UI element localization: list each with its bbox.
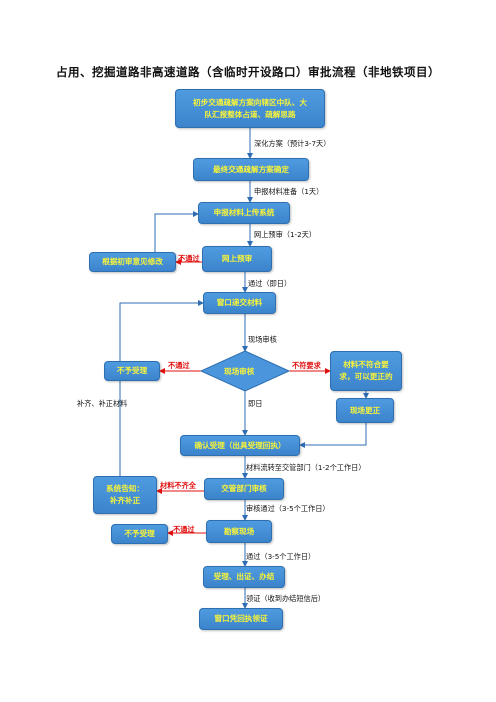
node-window-submit-label: 窗口递交材料 [216, 298, 263, 308]
node-initial-plan-line1: 初步交通疏解方案向辖区中队、大 [193, 97, 307, 107]
label-incomplete: 材料不齐全 [160, 481, 196, 490]
node-online-preaudit: 网上预审 [202, 246, 272, 272]
arrow-n5-n3 [154, 211, 199, 252]
page-title: 占用、挖掘道路非高速道路（含临时开设路口）审批流程（非地铁项目） [56, 65, 440, 79]
node-final-plan: 最终交通疏解方案确定 [193, 158, 309, 181]
node-site-audit: 现场审核 [224, 367, 255, 376]
node-system-notice-line1: 系统告知： [106, 484, 144, 494]
label-site-audit: 现场审核 [248, 335, 277, 344]
node-collect-license-label: 窗口凭回执领证 [214, 614, 268, 624]
arrow-n10-n11 [299, 423, 367, 448]
node-online-preaudit-label: 网上预审 [221, 254, 253, 264]
node-correctable: 材料不符合要求，可以更正的 [330, 351, 402, 391]
label-prepare: 申报材料准备（1天） [254, 187, 324, 196]
label-supplement: 补齐、补正材料 [77, 399, 128, 408]
label-collect: 领证（收到办结短信后） [246, 594, 326, 603]
node-site-survey-label: 勘察现场 [223, 526, 255, 536]
node-initial-plan: 初步交通疏解方案向辖区中队、大队汇报整体占道、疏解思路 [175, 89, 325, 128]
node-initial-plan-line2: 队汇报整体占道、疏解思路 [204, 109, 296, 119]
node-reject-survey-label: 不予受理 [124, 529, 155, 539]
node-window-submit: 窗口递交材料 [203, 292, 276, 314]
label-fail-survey: 不通过 [173, 525, 195, 534]
node-confirm-accept: 确认受理（出具受理回执） [180, 435, 300, 456]
node-site-survey: 勘察现场 [206, 520, 272, 543]
node-system-notice-line2: 补齐补正 [109, 496, 141, 505]
node-correctable-line2: 求，可以更正的 [339, 372, 393, 381]
node-site-correction: 现场更正 [336, 398, 394, 423]
label-transfer: 材料流转至交管部门（1-2个工作日） [246, 463, 366, 472]
node-upload-materials-label: 申报材料上传系统 [213, 208, 275, 218]
label-preaudit: 网上预审（1-2天） [254, 230, 317, 239]
label-fail-preaudit: 不通过 [178, 254, 200, 263]
node-reject-site-label: 不予受理 [116, 366, 148, 376]
node-site-correction-label: 现场更正 [349, 405, 381, 415]
node-collect-license: 窗口凭回执领证 [199, 608, 283, 630]
decision-diamond [199, 350, 291, 392]
node-issue-license-label: 受理、出证、办结 [213, 572, 275, 582]
label-immediate: 即日 [248, 399, 263, 408]
label-deepen: 深化方案（预计3-7天） [254, 139, 331, 148]
node-revise-label: 根据初审意见修改 [102, 257, 163, 267]
node-traffic-audit-label: 交管部门审核 [221, 484, 267, 494]
label-pass-days: 通过（3-5个工作日） [246, 552, 316, 561]
node-correctable-line1: 材料不符合要 [343, 360, 389, 370]
node-revise: 根据初审意见修改 [89, 252, 176, 272]
node-reject-site: 不予受理 [104, 361, 160, 381]
node-confirm-accept-label: 确认受理（出具受理回执） [194, 440, 286, 450]
node-final-plan-label: 最终交通疏解方案确定 [213, 164, 289, 174]
label-audit-pass: 审核通过（3-5个工作日） [246, 504, 330, 513]
node-traffic-audit: 交管部门审核 [204, 478, 284, 500]
node-upload-materials: 申报材料上传系统 [198, 202, 290, 224]
label-not-meet: 不符要求 [292, 361, 321, 370]
arrow-n12-n6 [119, 300, 204, 476]
node-system-notice: 系统告知： 补齐补正 [93, 476, 157, 514]
label-pass-immediate: 通过（即日） [248, 279, 292, 288]
label-fail-site: 不通过 [168, 361, 190, 370]
node-issue-license: 受理、出证、办结 [203, 566, 285, 588]
node-reject-survey: 不予受理 [111, 524, 168, 544]
